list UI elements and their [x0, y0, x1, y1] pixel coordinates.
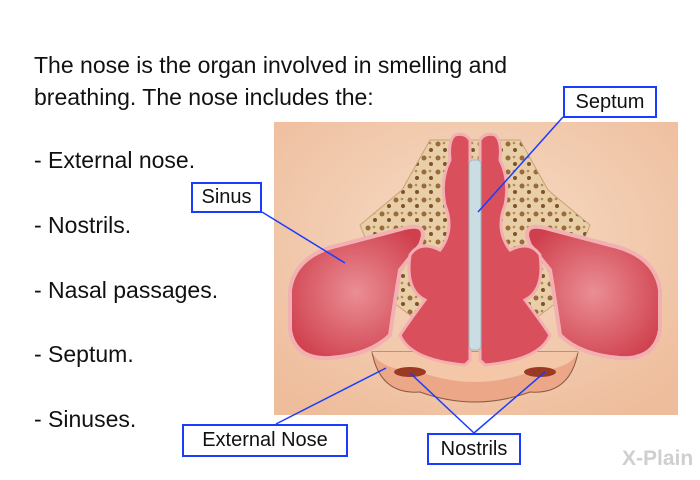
right-nostril	[524, 367, 556, 377]
septum-label: Septum	[563, 86, 657, 118]
bullet-nostrils: - Nostrils.	[34, 212, 132, 238]
nostril-pointer-right	[473, 371, 546, 434]
left-nostril	[394, 367, 426, 377]
sinus-label: Sinus	[191, 182, 262, 213]
left-sinus	[288, 224, 425, 361]
nostrils-label: Nostrils	[427, 433, 521, 465]
intro-text: The nose is the organ involved in smelli…	[34, 52, 508, 110]
bullet-septum: - Septum.	[34, 341, 134, 367]
right-sinus	[525, 224, 662, 361]
external-nose-label: External Nose	[182, 424, 348, 457]
septum	[468, 159, 482, 351]
nostril-pointer-left	[409, 372, 475, 434]
left-nasal-passage	[398, 132, 472, 367]
pointer-lines	[261, 116, 564, 434]
bullet-nasal-passages: - Nasal passages.	[34, 277, 219, 303]
bullet-external-nose: - External nose.	[34, 147, 196, 173]
bullet-sinuses: - Sinuses.	[34, 406, 137, 432]
sinus-pointer	[261, 211, 346, 264]
septum-pointer	[477, 116, 564, 213]
external-nose-highlight	[372, 352, 578, 382]
right-nasal-passage	[478, 132, 552, 367]
x-plain-logo: X-Plain	[622, 447, 694, 470]
external-nose-pointer	[275, 367, 387, 425]
